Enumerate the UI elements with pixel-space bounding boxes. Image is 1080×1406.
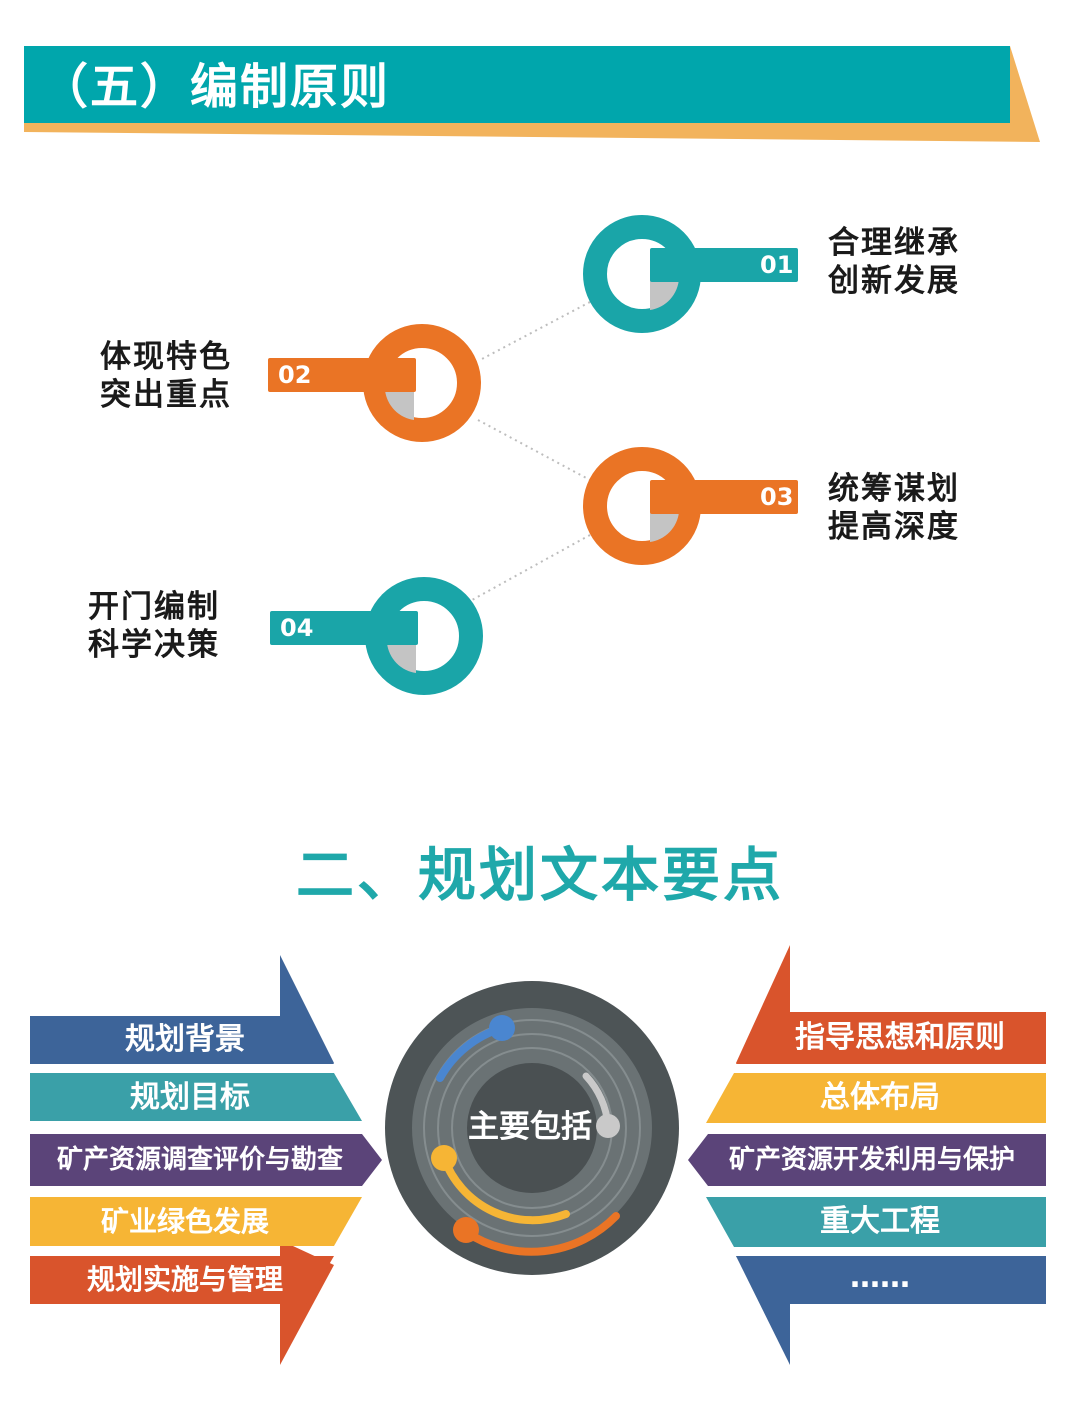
principle-02-line1: 体现特色 bbox=[100, 339, 232, 375]
right-bar-2 bbox=[688, 1134, 1046, 1186]
principle-03-line2: 提高深度 bbox=[828, 509, 960, 545]
right-item-1: 总体布局 bbox=[820, 1080, 940, 1115]
center-disc-inner bbox=[467, 1063, 597, 1193]
principles-diagram: 01 02 03 04 合理继承 创新发展 体现特色 突出重点 统筹谋划 提高深… bbox=[0, 180, 1080, 740]
section-title: 二、规划文本要点 bbox=[295, 841, 784, 909]
left-bar-4 bbox=[30, 1256, 334, 1304]
center-arc-orange bbox=[462, 1212, 620, 1256]
principles-graphic bbox=[268, 215, 798, 695]
node-04-wedge bbox=[387, 643, 416, 673]
node-01-wedge bbox=[650, 278, 679, 310]
node-04-tab bbox=[270, 611, 418, 645]
principle-node-02 bbox=[268, 324, 481, 442]
right-item-3: 重大工程 bbox=[820, 1204, 940, 1239]
connector-02-03 bbox=[477, 419, 591, 481]
center-arc-yellow-dot bbox=[431, 1145, 457, 1171]
right-bar-0 bbox=[736, 1012, 1046, 1064]
right-bar-1 bbox=[706, 1073, 1046, 1123]
connector-03-04 bbox=[471, 534, 591, 601]
left-item-3: 矿业绿色发展 bbox=[100, 1205, 269, 1238]
principle-04-line2: 科学决策 bbox=[88, 627, 220, 663]
node-03-wedge bbox=[650, 512, 679, 542]
principle-03-number: 03 bbox=[760, 483, 794, 511]
left-item-4: 规划实施与管理 bbox=[86, 1263, 283, 1296]
center-disc bbox=[385, 981, 679, 1275]
node-01-tab bbox=[650, 248, 798, 282]
left-bar-0 bbox=[30, 1016, 334, 1064]
center-label: 主要包括 bbox=[468, 1109, 592, 1145]
principle-01-line2: 创新发展 bbox=[828, 263, 960, 299]
principle-02-line2: 突出重点 bbox=[100, 377, 232, 413]
section-banner: （五）编制原则 bbox=[0, 0, 1080, 160]
principle-01-text: 合理继承 创新发展 bbox=[828, 224, 960, 300]
principle-03-text: 统筹谋划 提高深度 bbox=[828, 470, 960, 546]
principle-04-text: 开门编制 科学决策 bbox=[88, 588, 220, 664]
center-arc-gray-dot bbox=[596, 1114, 620, 1138]
contents-graphic bbox=[30, 945, 1046, 1365]
center-disc-groove-1 bbox=[423, 1019, 641, 1237]
right-item-2: 矿产资源开发利用与保护 bbox=[728, 1145, 1015, 1175]
right-item-0: 指导思想和原则 bbox=[795, 1020, 1005, 1055]
node-02-tab bbox=[268, 358, 416, 392]
center-arc-yellow bbox=[440, 1154, 570, 1225]
banner-shape bbox=[24, 46, 1040, 142]
principle-02-text: 体现特色 突出重点 bbox=[100, 338, 232, 414]
banner-teal-bar bbox=[24, 46, 1010, 123]
left-bar-1 bbox=[30, 1073, 362, 1121]
principle-03-line1: 统筹谋划 bbox=[828, 471, 960, 507]
node-02-wedge bbox=[385, 390, 414, 420]
center-arc-blue-dot bbox=[489, 1015, 515, 1041]
left-bar-3 bbox=[30, 1197, 362, 1246]
principle-node-03 bbox=[583, 447, 798, 565]
center-arc-orange-dot bbox=[453, 1217, 479, 1243]
left-bar-2 bbox=[30, 1134, 382, 1186]
contents-diagram: 主要包括 规划背景 规划目标 矿产资源调查评价与勘查 矿业绿色发展 规划实施与管… bbox=[0, 940, 1080, 1370]
principle-01-line1: 合理继承 bbox=[828, 225, 960, 261]
left-item-0: 规划背景 bbox=[125, 1022, 245, 1057]
principle-04-number: 04 bbox=[280, 614, 314, 642]
banner-title: （五）编制原则 bbox=[40, 59, 391, 115]
principle-node-04 bbox=[270, 577, 483, 695]
connector-01-02 bbox=[479, 301, 591, 361]
right-item-4: …… bbox=[850, 1260, 910, 1295]
principle-04-line1: 开门编制 bbox=[88, 589, 220, 625]
right-bar-3 bbox=[706, 1197, 1046, 1247]
left-item-1: 规划目标 bbox=[130, 1080, 250, 1115]
left-item-2: 矿产资源调查评价与勘查 bbox=[56, 1145, 343, 1175]
principle-01-number: 01 bbox=[760, 251, 794, 279]
right-bar-4 bbox=[736, 1256, 1046, 1304]
node-03-tab bbox=[650, 480, 798, 514]
connector-lines bbox=[471, 301, 591, 601]
principle-02-number: 02 bbox=[278, 361, 312, 389]
principle-node-01 bbox=[583, 215, 798, 333]
